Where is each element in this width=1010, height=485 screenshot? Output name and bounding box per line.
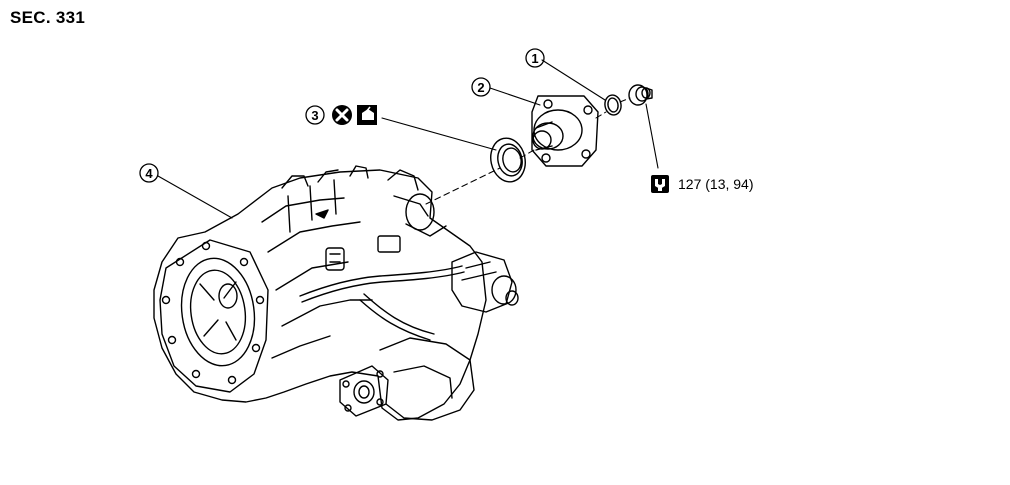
leader-3 [381,117,497,151]
leader-1 [541,59,606,101]
transfer-case-body [153,165,519,421]
callout-circle-4 [139,163,159,183]
assembly-axis [425,97,631,205]
callout-number-4: 4 [145,166,153,181]
callout-number-2: 2 [477,80,484,95]
oil-seal [490,137,526,183]
leader-4 [157,175,233,219]
bolt-plug [628,84,653,106]
x-circle-icon [332,105,352,125]
o-ring [604,94,622,116]
callout-number-3: 3 [311,108,318,123]
callout-circle-1 [525,48,545,68]
callout-circle-2 [471,77,491,97]
oil-can-icon [357,105,377,125]
callout-number-1: 1 [531,51,538,66]
leader-2 [489,87,541,106]
torque-wrench-icon [651,175,669,193]
section-label: SEC. 331 [10,8,86,27]
torque-spec: 127 (13, 94) [678,176,754,192]
leader-torque [645,103,659,169]
callout-circle-3 [305,105,325,125]
rear-cover [531,95,599,167]
